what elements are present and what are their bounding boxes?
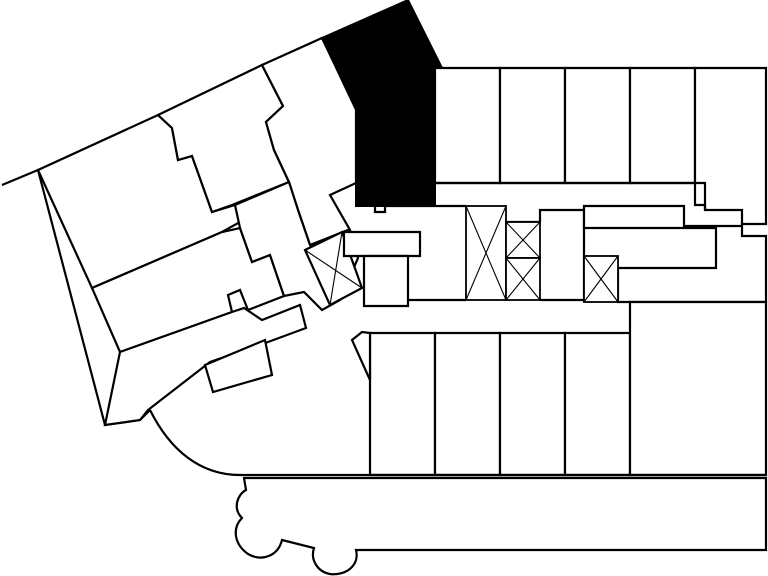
corridor-south-wall-a [373,204,466,214]
shaft-2-cross-b [505,221,541,259]
shaft-1-cross-b [465,205,507,301]
unit-ne-2[interactable] [498,66,567,185]
corridor-north-wall [435,181,707,210]
unit-south-3[interactable] [498,331,567,477]
unit-south-1[interactable] [368,331,437,477]
lobby-box [342,230,422,258]
shaft-4-cross-b [583,255,619,303]
unit-south-4[interactable] [563,331,632,477]
unit-south-2[interactable] [433,331,502,477]
terrace-outline [149,409,766,477]
stair-west-cross-a [304,249,363,289]
unit-ne-3[interactable] [563,66,632,185]
elevator-lobby [362,254,410,308]
wedge-south [350,330,372,381]
shaft-3-cross-b [505,257,541,301]
unit-ne-4[interactable] [628,66,697,185]
unit-west-4[interactable] [203,338,274,394]
unit-ne-1[interactable] [433,66,502,185]
unit-ne-5[interactable] [693,66,768,226]
unit-south-east[interactable] [628,300,768,477]
stair-west-cross-b [329,231,343,306]
terrace-south [234,476,768,576]
